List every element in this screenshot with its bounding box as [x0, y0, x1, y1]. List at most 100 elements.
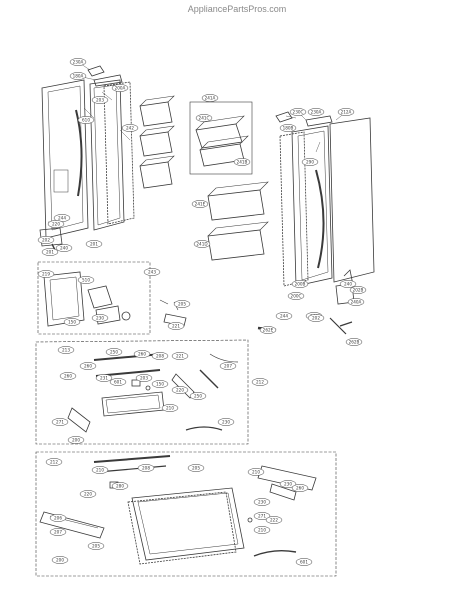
part-label: 230 — [222, 420, 230, 425]
left-door-gasket — [89, 79, 125, 231]
center-crisper-upper — [207, 189, 265, 221]
part-label: 210 — [252, 470, 260, 475]
part-label: 222 — [270, 518, 278, 523]
part-label-bubble — [109, 378, 127, 386]
part-label-bubble — [291, 484, 309, 492]
part-label-bubble — [49, 514, 67, 522]
center-crisper-lower-rim — [207, 221, 269, 237]
control-board — [43, 271, 85, 327]
part-label: 610 — [82, 118, 90, 123]
part-label-bubble — [289, 108, 307, 116]
part-label: 260 — [296, 486, 304, 491]
control-board-inner — [49, 276, 80, 321]
upper-drawer-front-inner — [105, 394, 161, 414]
right-door-liner — [279, 131, 309, 287]
part-label-bubble — [69, 58, 87, 66]
part-label-bubble — [349, 286, 367, 294]
upper-screw — [145, 385, 151, 391]
control-harness — [87, 285, 113, 309]
part-label-bubble — [191, 200, 209, 208]
part-label-bubble — [253, 498, 271, 506]
part-label-bubble — [137, 464, 155, 472]
part-label-bubble — [287, 292, 305, 300]
upper-clip — [131, 379, 141, 387]
part-label-bubble — [173, 300, 191, 308]
part-label-bubble — [345, 338, 363, 346]
part-label: 207 — [224, 364, 232, 369]
left-door-liner — [103, 81, 135, 225]
part-label-bubble — [151, 352, 169, 360]
part-label: 203 — [140, 376, 148, 381]
right-door-handle — [315, 169, 325, 269]
left-door-bin-3 — [139, 161, 173, 189]
part-label: 200 — [56, 558, 64, 563]
part-label-bubble — [307, 314, 325, 322]
part-label-bubble — [51, 418, 69, 426]
left-door-label-plate — [53, 169, 69, 193]
part-label: 221 — [172, 324, 180, 329]
part-label: 203 — [96, 98, 104, 103]
part-label: 244 — [58, 216, 66, 221]
part-label-bubble — [291, 280, 309, 288]
part-label: 230C — [293, 110, 304, 115]
part-label: 221 — [176, 354, 184, 359]
part-label-bubble — [253, 526, 271, 534]
part-label-bubble — [55, 244, 73, 252]
center-crisper-upper-rim — [207, 181, 269, 197]
part-label: 212 — [256, 380, 264, 385]
part-label: 180A — [73, 74, 84, 79]
left-door-panel-inner — [47, 85, 84, 231]
part-label: 241D — [196, 242, 207, 247]
left-door-bin-2-lip — [139, 125, 175, 137]
part-label: 150 — [68, 320, 76, 325]
part-label: 205 — [178, 302, 186, 307]
part-label: 241B — [237, 160, 248, 165]
part-label-bubble — [195, 114, 213, 122]
left-door-handle — [75, 109, 83, 197]
lower-right-bracket — [269, 483, 297, 501]
part-label: 205 — [92, 544, 100, 549]
part-label-bubble — [275, 312, 293, 320]
part-label-bubble — [41, 248, 59, 256]
left-door-gasket-inner — [93, 84, 121, 226]
part-label-bubble — [121, 124, 139, 132]
part-label-bubble — [79, 362, 97, 370]
part-label-bubble — [301, 158, 319, 166]
part-label: 250 — [194, 394, 202, 399]
part-label: 241E — [195, 202, 206, 207]
lower-drawer-front-inner — [137, 492, 239, 555]
part-label: 290 — [306, 160, 314, 165]
part-label-bubble — [279, 124, 297, 132]
center-bin-top-rim — [195, 115, 245, 131]
upper-curve-trim — [185, 426, 223, 431]
part-label: 220 — [52, 222, 60, 227]
left-door-bin-1-lip — [139, 95, 175, 107]
part-label-bubble — [111, 482, 129, 490]
right-hinge-cap — [275, 111, 293, 123]
part-label: 202 — [42, 238, 50, 243]
part-label: 201 — [90, 242, 98, 247]
part-label-bubble — [161, 404, 179, 412]
part-label: 260 — [138, 352, 146, 357]
part-label: 206 — [54, 516, 62, 521]
lower-screw — [247, 517, 253, 523]
part-label: 212 — [50, 460, 58, 465]
left-hinge-cap — [87, 65, 105, 77]
part-label-bubble — [91, 314, 109, 322]
part-label-bubble — [171, 352, 189, 360]
lower-rail-second — [97, 465, 167, 473]
part-label: 213 — [62, 348, 70, 353]
part-label-bubble — [233, 158, 251, 166]
part-label: 180B — [283, 126, 294, 131]
part-label: 260 — [84, 364, 92, 369]
part-label: 230A — [311, 110, 322, 115]
part-label-bubble — [307, 108, 325, 116]
part-label: 244 — [280, 314, 288, 319]
part-label-bubble — [201, 94, 219, 102]
part-label: 262E — [263, 328, 274, 333]
part-label-bubble — [91, 466, 109, 474]
part-label-bubble — [37, 270, 55, 278]
part-label-bubble — [339, 280, 357, 288]
upper-cable — [209, 353, 239, 363]
